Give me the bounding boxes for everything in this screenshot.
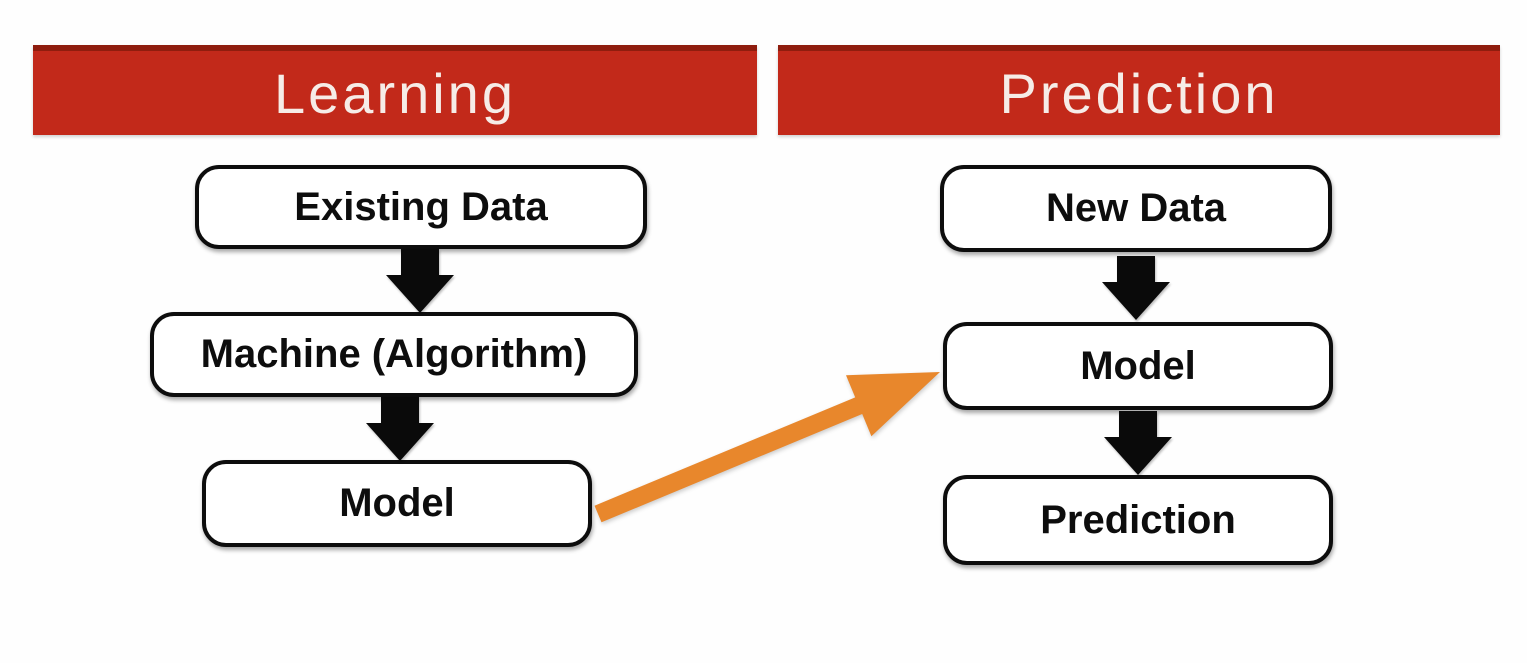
prediction-header-banner: Prediction: [778, 45, 1500, 135]
node-label: New Data: [1045, 186, 1227, 230]
node-machine-algorithm: Machine (Algorithm): [150, 312, 638, 397]
node-label: Model: [1080, 343, 1196, 388]
prediction-header-label: Prediction: [999, 61, 1279, 125]
down-arrow-icon: [386, 249, 454, 313]
learning-header-banner: Learning: [33, 45, 757, 135]
down-arrow-icon: [1104, 411, 1172, 475]
node-label: Machine (Algorithm): [200, 332, 588, 376]
down-arrow-icon: [1102, 256, 1170, 320]
down-arrow-icon: [366, 397, 434, 461]
node-new-data: New Data: [940, 165, 1332, 252]
learning-header-label: Learning: [274, 61, 516, 125]
node-label: Prediction: [1040, 497, 1236, 542]
node-existing-data: Existing Data: [195, 165, 647, 249]
node-prediction-output: Prediction: [943, 475, 1333, 565]
node-prediction-model: Model: [943, 322, 1333, 410]
node-label: Model: [339, 481, 455, 525]
node-learning-model: Model: [202, 460, 592, 547]
node-label: Existing Data: [294, 184, 548, 229]
